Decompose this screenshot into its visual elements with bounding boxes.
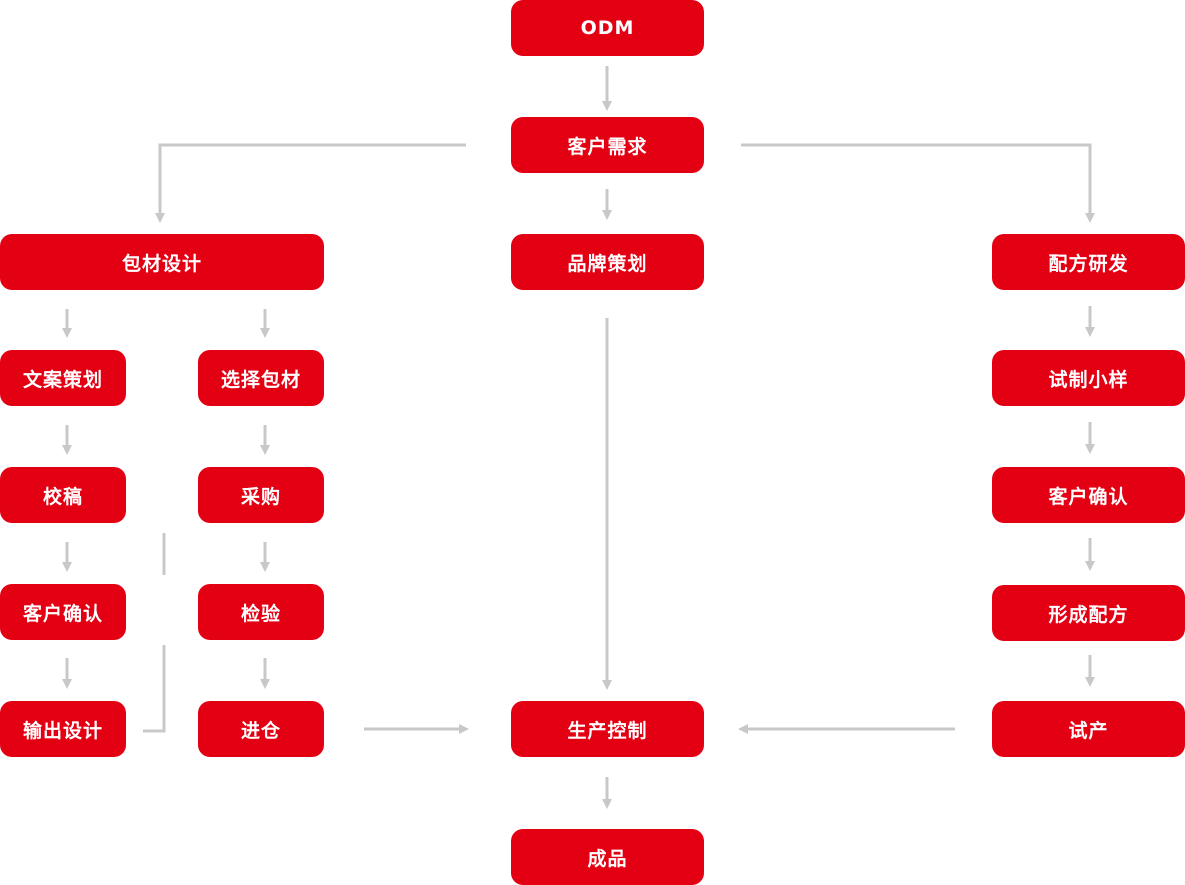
node-procurement: 采购	[198, 467, 324, 523]
node-inspection: 检验	[198, 584, 324, 640]
node-proofreading: 校稿	[0, 467, 126, 523]
arrow-demand-to-packaging	[155, 143, 466, 223]
node-form-formula: 形成配方	[992, 585, 1185, 641]
node-trial-sample: 试制小样	[992, 350, 1185, 406]
node-copy-planning: 文案策划	[0, 350, 126, 406]
node-formula-rd: 配方研发	[992, 234, 1185, 290]
node-warehousing: 进仓	[198, 701, 324, 757]
node-customer-demand: 客户需求	[511, 117, 704, 173]
node-brand-planning: 品牌策划	[511, 234, 704, 290]
arrow-demand-to-formula	[741, 143, 1095, 223]
node-packaging-design: 包材设计	[0, 234, 324, 290]
node-trial-production: 试产	[992, 701, 1185, 757]
node-odm: ODM	[511, 0, 704, 56]
node-select-packaging: 选择包材	[198, 350, 324, 406]
node-finished-product: 成品	[511, 829, 704, 885]
node-customer-confirm-left: 客户确认	[0, 584, 126, 640]
node-output-design: 输出设计	[0, 701, 126, 757]
node-production-control: 生产控制	[511, 701, 704, 757]
node-customer-confirm-right: 客户确认	[992, 467, 1185, 523]
divider-line-lower	[143, 645, 166, 733]
